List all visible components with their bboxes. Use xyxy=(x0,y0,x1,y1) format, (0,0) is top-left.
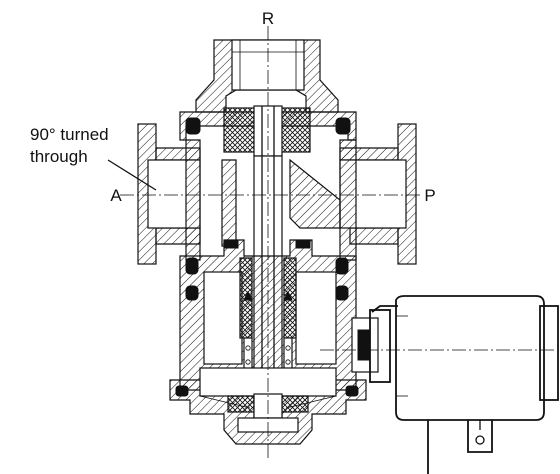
note-line-1: 90° turned xyxy=(30,125,109,144)
center-lines xyxy=(120,26,556,460)
label-a: A xyxy=(110,186,122,205)
note-leader-line xyxy=(107,159,157,191)
note-line-2: through xyxy=(30,147,88,166)
coil-sleeves xyxy=(239,257,297,389)
solenoid-housing xyxy=(351,295,559,474)
top-seal xyxy=(223,105,311,157)
label-r: R xyxy=(262,9,274,28)
top-port-r xyxy=(195,39,339,113)
label-p: P xyxy=(424,186,435,205)
